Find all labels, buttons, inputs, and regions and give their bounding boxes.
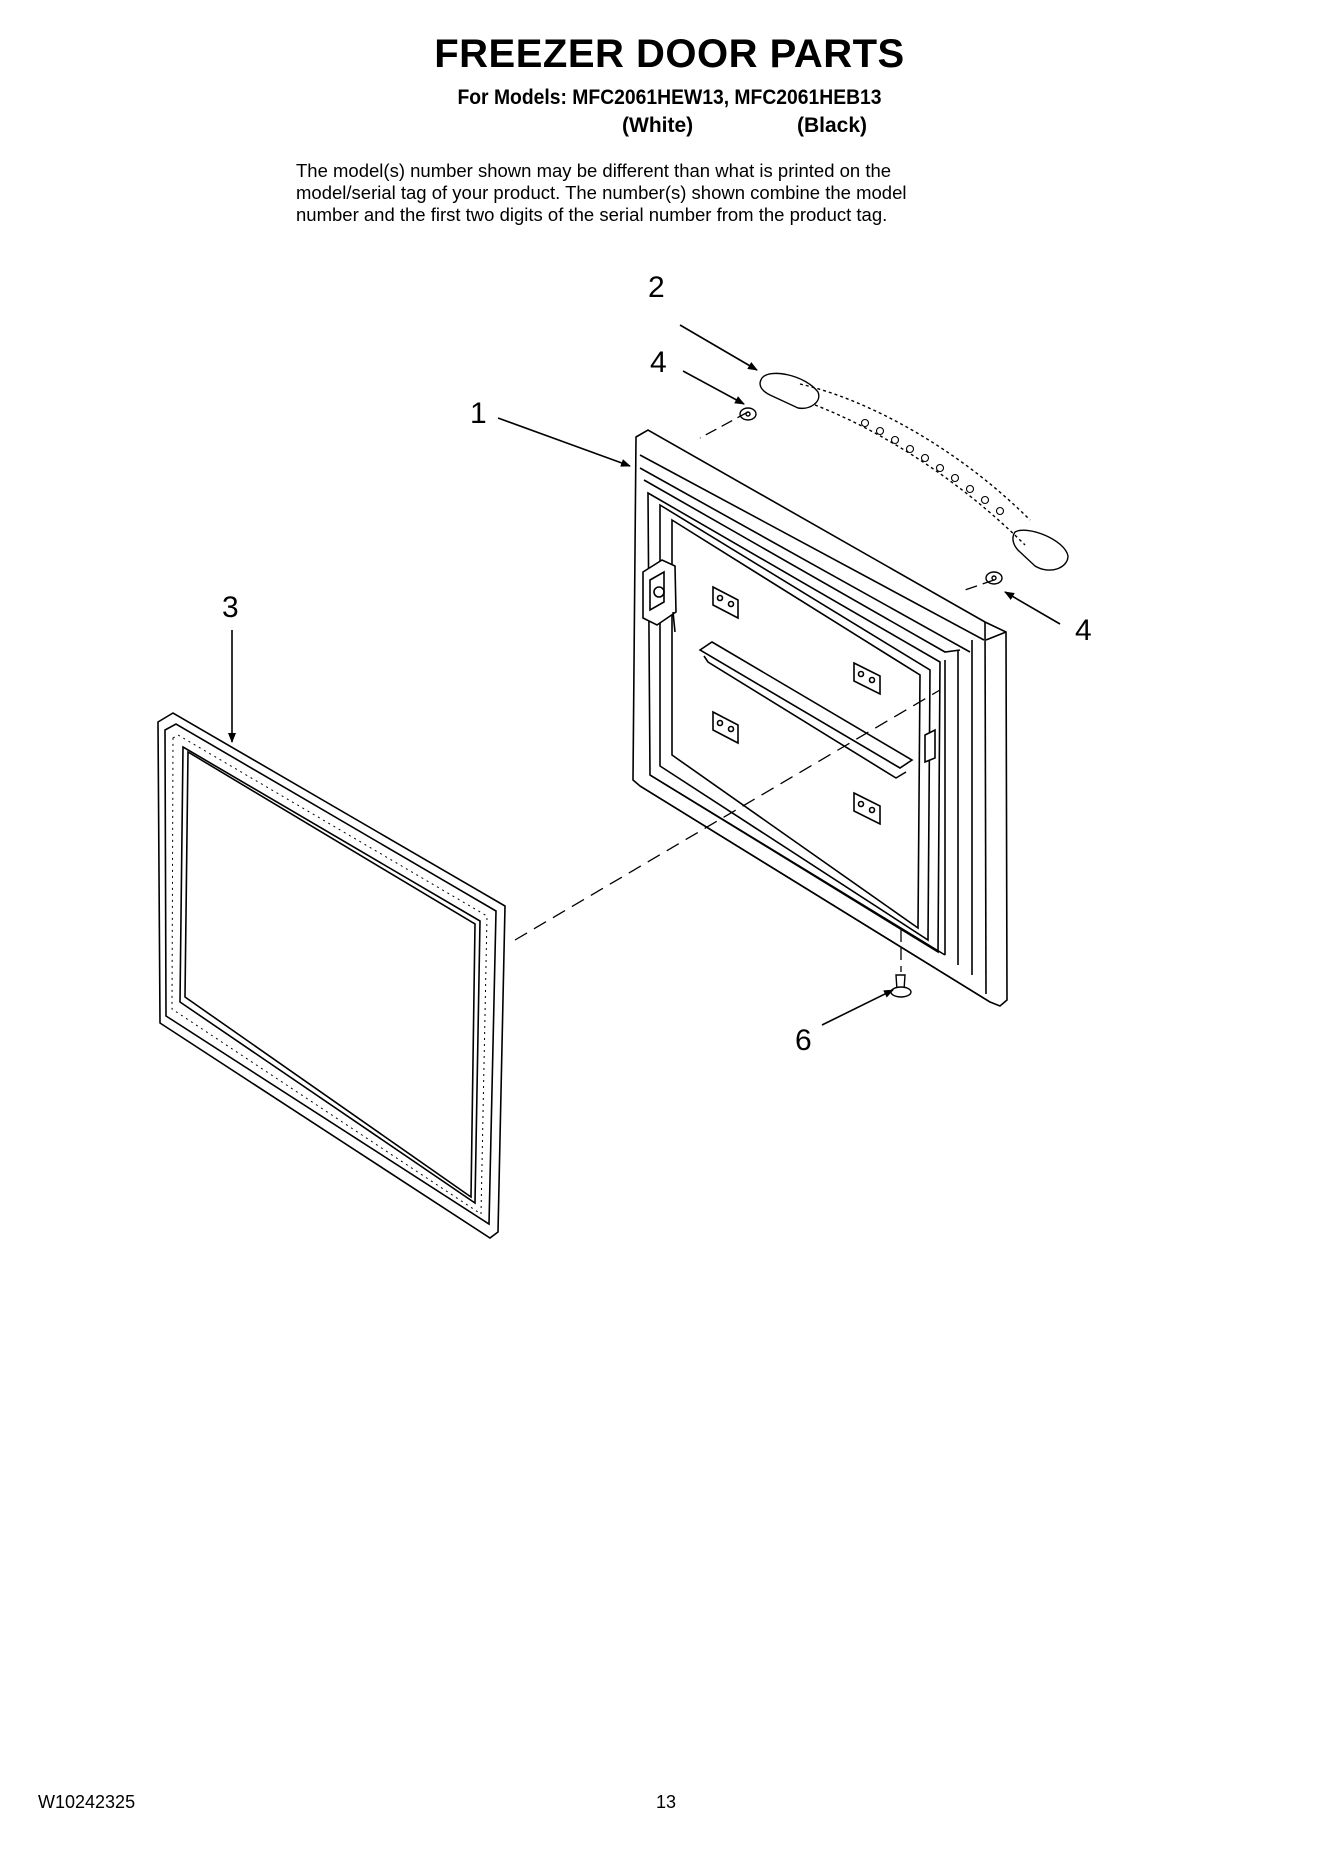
callout-3: 3: [222, 591, 239, 624]
callout-1: 1: [470, 397, 487, 430]
variant-white: (White): [622, 114, 694, 137]
note-line-3: number and the first two digits of the s…: [296, 204, 888, 225]
callout-2: 2: [648, 271, 665, 304]
door-pin: [890, 974, 912, 998]
door-gasket: [157, 712, 506, 1239]
mounting-clip: [853, 661, 881, 696]
door-trim-cover: [759, 372, 1069, 571]
freezer-door: [632, 429, 1008, 1007]
page-title: FREEZER DOOR PARTS: [434, 32, 905, 76]
model-numbers: For Models: MFC2061HEW13, MFC2061HEB13: [457, 86, 882, 109]
callout-4-right: 4: [1075, 614, 1092, 647]
variant-black: (Black): [797, 114, 868, 137]
note-line-2: model/serial tag of your product. The nu…: [296, 182, 907, 203]
mounting-clip: [712, 710, 739, 745]
mounting-clip: [853, 791, 881, 826]
model-note: The model(s) number shown may be differe…: [296, 160, 1096, 226]
callout-6: 6: [795, 1024, 812, 1057]
washer-top: [739, 407, 757, 421]
document-number: W10242325: [38, 1792, 136, 1812]
page-number: 13: [656, 1792, 677, 1812]
callout-4-top: 4: [650, 346, 667, 379]
note-line-1: The model(s) number shown may be differe…: [296, 160, 892, 181]
mounting-clip: [712, 585, 739, 620]
